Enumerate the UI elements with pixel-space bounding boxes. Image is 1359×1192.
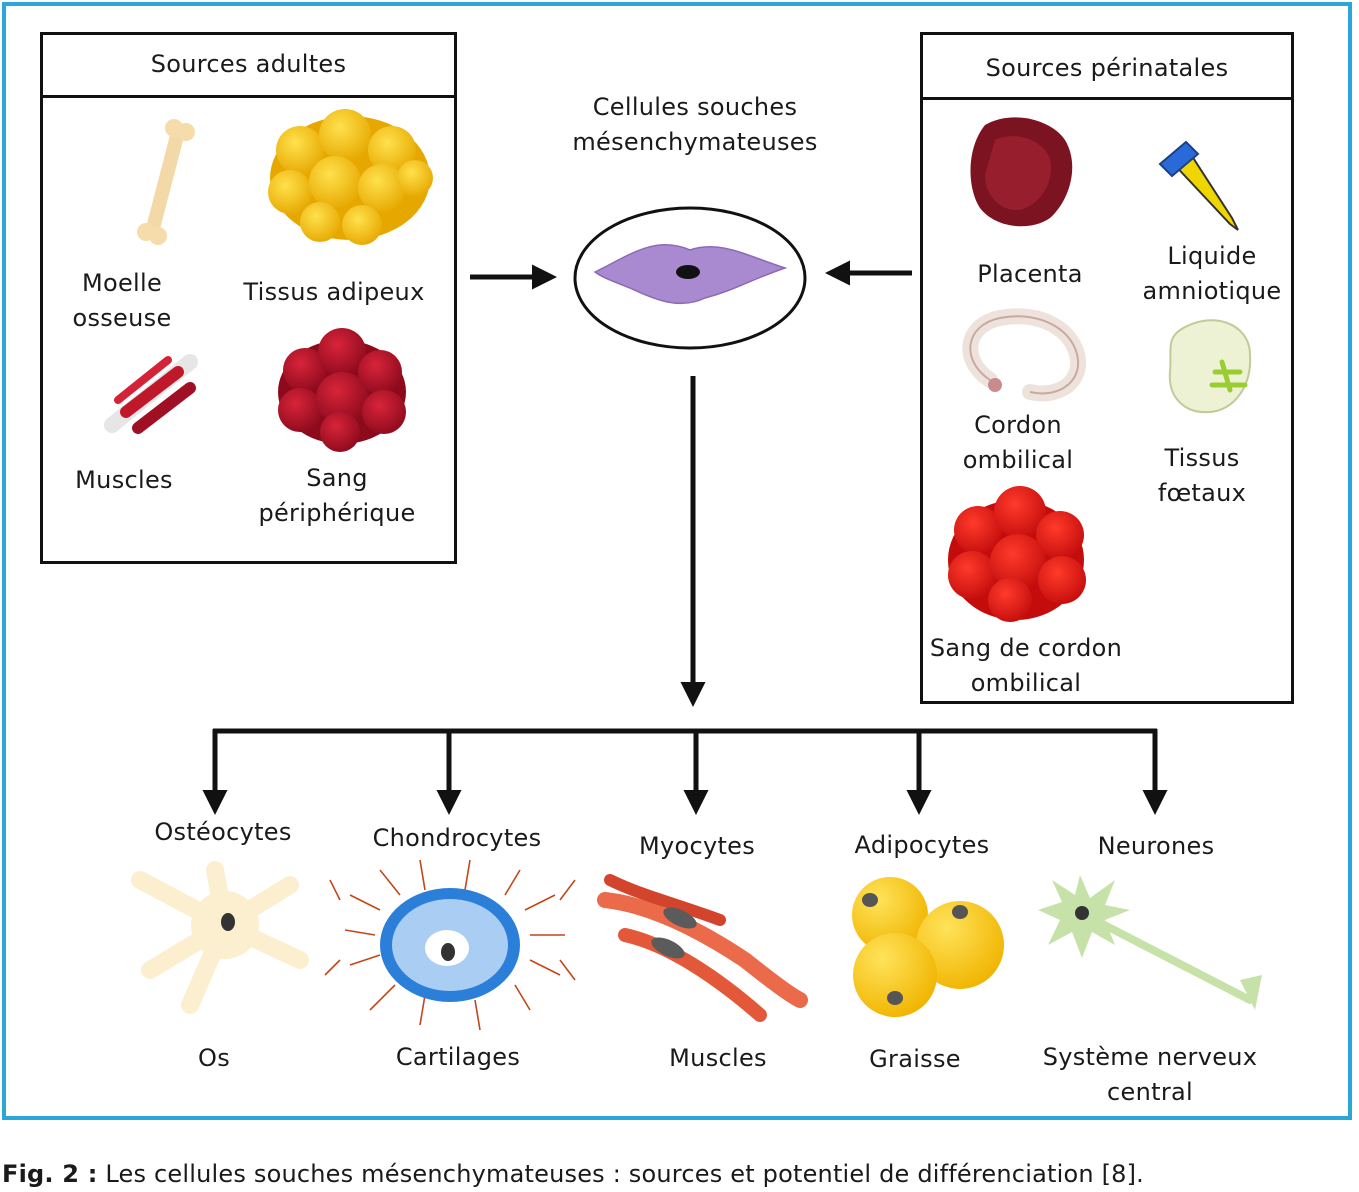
label-systeme-nerveux: Système nerveux central [1042,1043,1258,1106]
perinatal-sources-box: Sources périnatales [920,32,1294,704]
label-moelle-osseuse: Moelle osseuse [72,269,172,332]
adipose-tissue-icon [268,109,433,245]
label-os: Os [198,1044,230,1072]
neuron-icon [1038,875,1262,1010]
tube-icon [1158,140,1239,231]
label-sang-de-cordon: Sang de cordon ombilical [929,634,1123,697]
label-cartilages: Cartilages [395,1043,521,1071]
adult-sources-header: Sources adultes [43,35,454,98]
caption-text: Les cellules souches mésenchymateuses : … [97,1160,1144,1188]
label-tissus-foetaux: Tissus fœtaux [1157,444,1247,507]
osteocyte-icon [131,861,309,1014]
label-graisse: Graisse [869,1045,961,1073]
label-muscles-adult: Muscles [75,466,173,494]
chondrocyte-icon [324,859,576,1031]
myocyte-icon [597,874,808,1022]
umbilical-cord-icon [962,308,1086,402]
adipocyte-icon [852,877,1004,1017]
label-muscles-output: Muscles [669,1044,767,1072]
msc-cell-icon [573,206,807,350]
bone-icon [137,119,195,245]
msc-title: Cellules souches mésenchymateuses [572,93,818,156]
label-tissus-adipeux: Tissus adipeux [243,278,425,306]
figure-frame [2,2,1352,1120]
muscle-icon [104,354,198,434]
perinatal-sources-header: Sources périnatales [923,35,1291,100]
label-myocytes: Myocytes [638,832,756,860]
fetus-icon [1168,319,1252,414]
label-placenta: Placenta [977,260,1083,288]
label-liquide-amniotique: Liquide amniotique [1142,242,1282,305]
caption-prefix: Fig. 2 : [2,1160,98,1188]
label-neurones: Neurones [1097,832,1215,860]
label-cordon-ombilical: Cordon ombilical [962,411,1074,474]
label-chondrocytes: Chondrocytes [372,824,542,852]
placenta-icon [970,117,1073,227]
adult-sources-box: Sources adultes [40,32,457,564]
cord-blood-icon [948,486,1086,622]
label-sang-peripherique: Sang périphérique [258,464,416,527]
figure-caption: Fig. 2 : Les cellules souches mésenchyma… [2,1160,1144,1188]
label-osteocytes: Ostéocytes [154,818,292,846]
blood-cells-icon [278,328,406,452]
label-adipocytes: Adipocytes [854,831,990,859]
